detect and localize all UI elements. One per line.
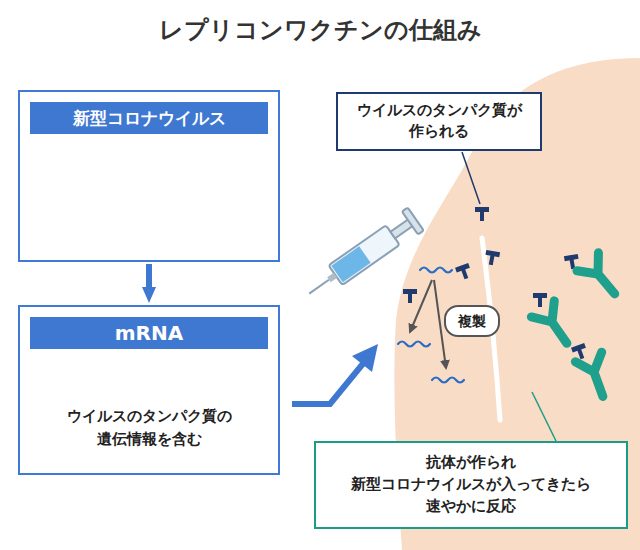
leader-line xyxy=(462,152,480,204)
syringe xyxy=(301,208,424,306)
panel-text: ウイルスのタンパク質の 遺伝情報を含む xyxy=(32,405,266,450)
leader-line xyxy=(532,392,556,441)
flow-arrow-head xyxy=(352,344,378,372)
replication-label: 複製 xyxy=(444,305,500,337)
callout-box: ウイルスのタンパク質が 作られる xyxy=(336,92,542,151)
replication-arrow xyxy=(410,280,432,332)
panel-header: 新型コロナウイルス xyxy=(30,102,268,134)
flow-arrow xyxy=(292,360,366,404)
pill-label: 複製 xyxy=(458,311,486,331)
callout-box: 抗体が作られ 新型コロナウイルスが入ってきたら 速やかに反応 xyxy=(314,441,628,529)
diagram-title: レプリコンワクチンの仕組み xyxy=(0,14,640,46)
callout-text: ウイルスのタンパク質が 作られる xyxy=(348,100,530,144)
callout-text: 抗体が作られ 新型コロナウイルスが入ってきたら 速やかに反応 xyxy=(326,452,616,517)
panel-header: mRNA xyxy=(30,317,268,349)
mrna-panel: mRNA ウイルスのタンパク質の 遺伝情報を含む xyxy=(18,305,280,475)
virus-panel: 新型コロナウイルス xyxy=(18,90,280,262)
flow-arrow xyxy=(146,264,152,289)
